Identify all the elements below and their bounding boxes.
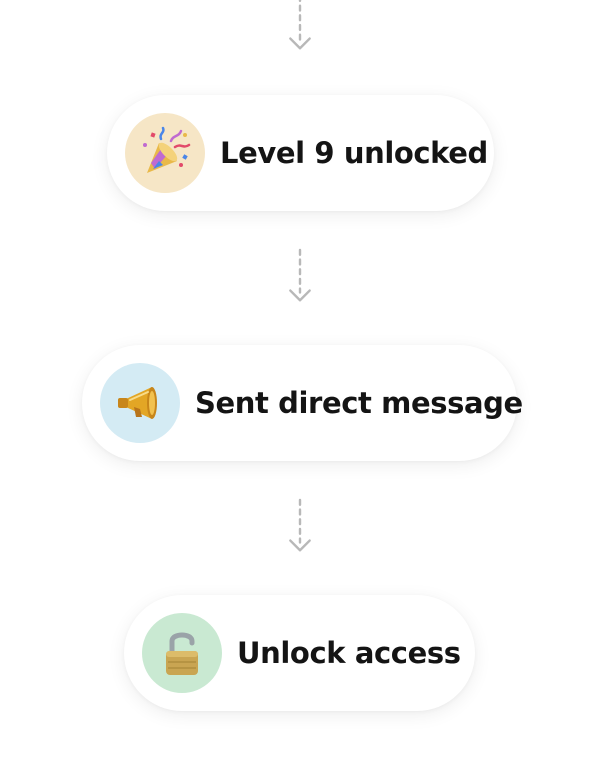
flow-connector-arrow	[289, 498, 311, 552]
flow-step-label: Level 9 unlocked	[220, 136, 488, 170]
flow-connector-arrow	[289, 0, 311, 50]
party-popper-icon	[143, 126, 191, 173]
flow-step-level-unlocked[interactable]: Level 9 unlocked	[107, 95, 494, 211]
flow-step-sent-direct-message[interactable]: Sent direct message	[82, 345, 523, 461]
flow-step-label: Unlock access	[237, 636, 461, 670]
flow-step-unlock-access[interactable]: Unlock access	[124, 595, 475, 711]
unlocked-padlock-icon-badge	[142, 613, 222, 693]
megaphone-icon	[118, 387, 157, 419]
megaphone-icon-badge	[100, 363, 180, 443]
flow-connector-arrow	[289, 248, 311, 302]
party-popper-icon-badge	[125, 113, 205, 193]
flow-step-label: Sent direct message	[195, 386, 523, 420]
unlocked-padlock-icon	[166, 632, 198, 675]
